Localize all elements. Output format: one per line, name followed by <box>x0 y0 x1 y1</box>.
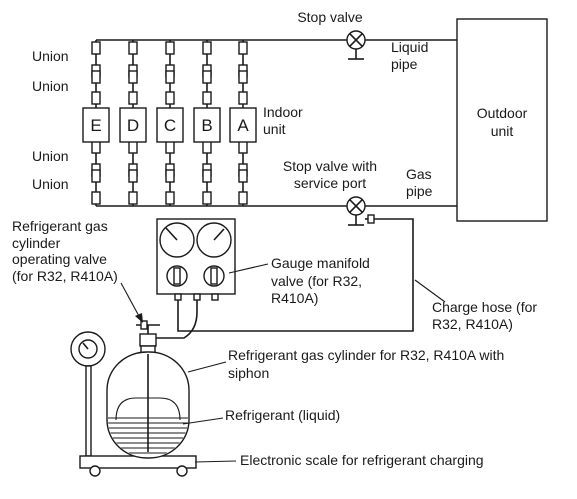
union-fitting-icon <box>238 70 248 84</box>
union-fitting-icon <box>128 70 138 84</box>
indoor-unit-letter: B <box>201 116 212 135</box>
union-fitting-icon <box>238 191 248 205</box>
charge-hose <box>177 218 414 332</box>
union-fitting-icon <box>91 70 101 84</box>
scale-stand-icon <box>70 331 197 477</box>
union-fitting-icon <box>165 191 175 205</box>
gauge-manifold-label-line1: Gauge manifold <box>271 255 370 271</box>
union-fitting-icon <box>238 41 248 55</box>
cylinder-hose <box>156 300 198 339</box>
gauge-manifold-label-line3: R410A) <box>271 290 318 306</box>
union-fitting-icon <box>238 169 248 183</box>
refrigerant-liquid-label: Refrigerant (liquid) <box>225 407 340 423</box>
liquid-pipe-label-line1: Liquid <box>391 39 428 55</box>
gas-pipe-label-line2: pipe <box>406 183 433 199</box>
union-fitting-icon <box>165 41 175 55</box>
stop-valve-icon <box>346 30 366 60</box>
outdoor-unit-label-line2: unit <box>491 123 514 139</box>
stop-valve-service-label-line1: Stop valve with <box>283 158 377 174</box>
union-fitting-icon <box>128 91 138 105</box>
union-fitting-icon <box>202 140 212 154</box>
charge-hose-leader <box>414 279 446 303</box>
cylinder-valve-leader <box>120 282 141 319</box>
cylinder-valve-label-line2: cylinder <box>12 235 61 251</box>
indoor-unit-label-line1: Indoor <box>263 104 303 120</box>
union-label-4: Union <box>32 176 69 192</box>
union-fitting-icon <box>202 91 212 105</box>
union-fitting-icon <box>202 41 212 55</box>
charge-hose-label-line1: Charge hose (for <box>432 299 537 315</box>
union-fitting-icon <box>238 140 248 154</box>
indoor-unit-letter: A <box>237 116 249 135</box>
indoor-unit-box <box>156 107 184 143</box>
gauge-manifold-label-line2: valve (for R32, <box>271 273 362 289</box>
outdoor-unit-box <box>456 18 548 222</box>
union-fitting-icon <box>202 70 212 84</box>
union-fitting-icon <box>165 140 175 154</box>
union-fitting-icon <box>165 70 175 84</box>
gauge-manifold-icon <box>156 218 236 301</box>
gas-pipe-label-line1: Gas <box>406 166 432 182</box>
indoor-unit-column: E <box>82 40 110 206</box>
indoor-unit-box <box>119 107 147 143</box>
liquid-pipe-label-line2: pipe <box>391 56 418 72</box>
union-fitting-icon <box>202 169 212 183</box>
union-label-3: Union <box>32 148 69 164</box>
refrigerant-cylinder-icon <box>106 345 190 459</box>
union-fitting-icon <box>202 191 212 205</box>
service-port-icon <box>365 214 375 224</box>
union-fitting-icon <box>165 91 175 105</box>
indoor-unit-letter: D <box>127 116 139 135</box>
union-fitting-icon <box>238 91 248 105</box>
union-fitting-icon <box>128 169 138 183</box>
indoor-unit-label-line2: unit <box>263 121 286 137</box>
cylinder-label-line1: Refrigerant gas cylinder for R32, R410A … <box>228 347 504 363</box>
union-fitting-icon <box>128 140 138 154</box>
union-fitting-icon <box>128 191 138 205</box>
cylinder-valve-label-line3: operating valve <box>12 251 107 267</box>
union-label-1: Union <box>32 48 69 64</box>
gauge-manifold-leader <box>228 263 269 274</box>
indoor-unit-box <box>229 107 257 143</box>
indoor-unit-box <box>82 107 110 143</box>
scale-label: Electronic scale for refrigerant chargin… <box>240 452 484 468</box>
scale-leader <box>194 460 237 463</box>
cylinder-leader <box>187 361 227 373</box>
union-fitting-icon <box>91 140 101 154</box>
indoor-unit-letter: E <box>90 116 101 135</box>
union-fitting-icon <box>91 191 101 205</box>
union-fitting-icon <box>91 41 101 55</box>
indoor-unit-column: B <box>193 40 221 206</box>
cylinder-label-line2: siphon <box>228 365 269 381</box>
stop-valve-service-label-line2: service port <box>294 175 366 191</box>
cylinder-valve-label-line1: Refrigerant gas <box>12 218 108 234</box>
charge-hose-label-line2: R32, R410A) <box>432 316 513 332</box>
cylinder-valve-label-line4: (for R32, R410A) <box>12 268 118 284</box>
union-label-2: Union <box>32 78 69 94</box>
union-fitting-icon <box>91 169 101 183</box>
stop-valve-service-port-icon <box>346 196 366 226</box>
cylinder-operating-valve-icon <box>136 320 160 347</box>
indoor-unit-column: A <box>229 40 257 206</box>
union-fitting-icon <box>128 41 138 55</box>
indoor-unit-column: C <box>156 40 184 206</box>
indoor-unit-box <box>193 107 221 143</box>
cylinder-valve-arrowhead <box>135 313 143 323</box>
refrigerant-liquid-leader <box>182 417 224 425</box>
indoor-unit-column: D <box>119 40 147 206</box>
outdoor-unit-label-line1: Outdoor <box>477 105 528 121</box>
stop-valve-label: Stop valve <box>297 9 363 25</box>
union-fitting-icon <box>165 169 175 183</box>
indoor-unit-letter: C <box>164 116 176 135</box>
union-fitting-icon <box>91 91 101 105</box>
